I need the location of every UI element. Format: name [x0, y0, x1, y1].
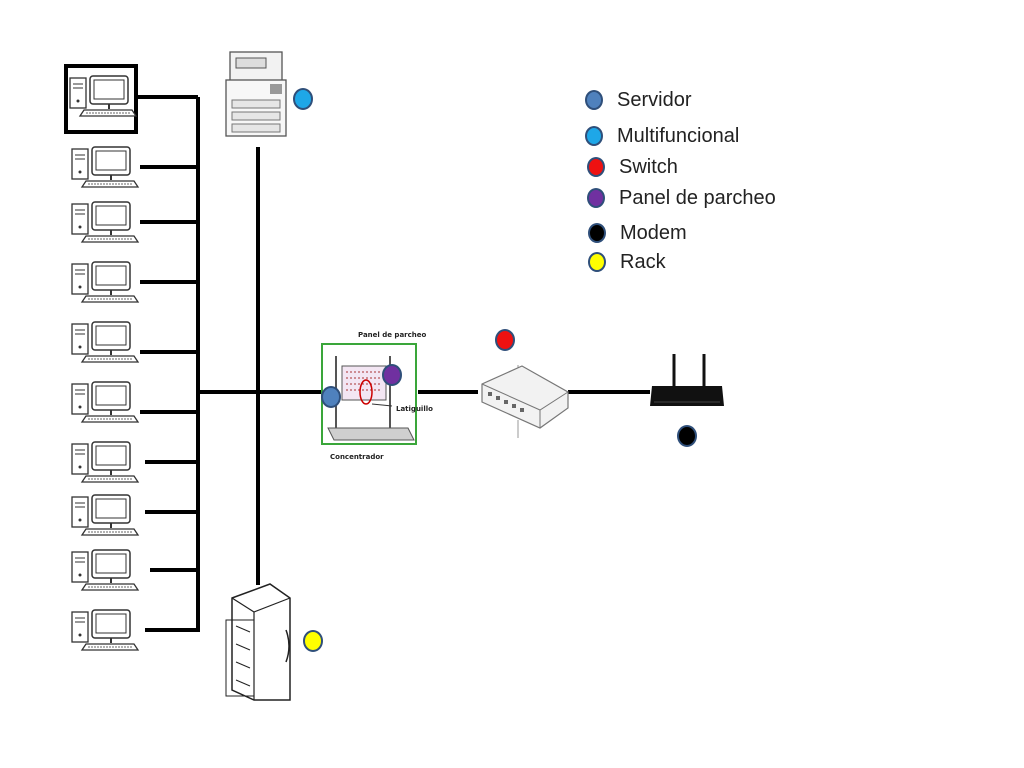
- legend-label: Rack: [620, 250, 666, 273]
- legend-label: Panel de parcheo: [619, 186, 776, 209]
- computer-icon: [71, 494, 139, 536]
- legend-item-rack: Rack: [588, 249, 666, 275]
- patch-panel-title: Panel de parcheo: [358, 331, 426, 339]
- base-label: Concentrador: [330, 453, 384, 461]
- cable-label: Latiguillo: [396, 405, 433, 413]
- legend-label: Modem: [620, 221, 687, 244]
- legend-item-modem: Modem: [588, 220, 687, 246]
- server-marker: [321, 386, 341, 408]
- computer-icon: [71, 381, 139, 423]
- legend-dot: [588, 223, 606, 243]
- cabling: [135, 95, 650, 632]
- legend-dot: [587, 188, 605, 208]
- switch-marker: [495, 329, 515, 351]
- legend-dot: [585, 90, 603, 110]
- patch-panel-marker: [382, 364, 402, 386]
- printer-icon: [225, 51, 287, 137]
- legend-item-servidor: Servidor: [585, 87, 691, 113]
- computer-icon: [71, 549, 139, 591]
- computer-icon: [71, 321, 139, 363]
- switch-icon: [481, 365, 569, 438]
- legend-item-multifuncional: Multifuncional: [585, 123, 739, 149]
- router-icon: [650, 354, 724, 406]
- legend-item-panel-de-parcheo: Panel de parcheo: [587, 185, 776, 211]
- computer-icon: [71, 201, 139, 243]
- legend-label: Switch: [619, 155, 678, 178]
- computer-icon: [71, 609, 139, 651]
- computer-icon: [71, 261, 139, 303]
- device-markers: [293, 88, 697, 652]
- computer-icon: [71, 146, 139, 188]
- legend-item-switch: Switch: [587, 154, 678, 180]
- legend-dot: [587, 157, 605, 177]
- multifunctional-marker: [293, 88, 313, 110]
- modem-marker: [677, 425, 697, 447]
- legend-dot: [585, 126, 603, 146]
- rack-icon: [225, 583, 291, 701]
- legend-dot: [588, 252, 606, 272]
- workstations: [64, 64, 139, 651]
- legend-label: Servidor: [617, 88, 692, 111]
- legend-label: Multifuncional: [617, 124, 740, 147]
- rack-marker: [303, 630, 323, 652]
- computer-icon: [71, 441, 139, 483]
